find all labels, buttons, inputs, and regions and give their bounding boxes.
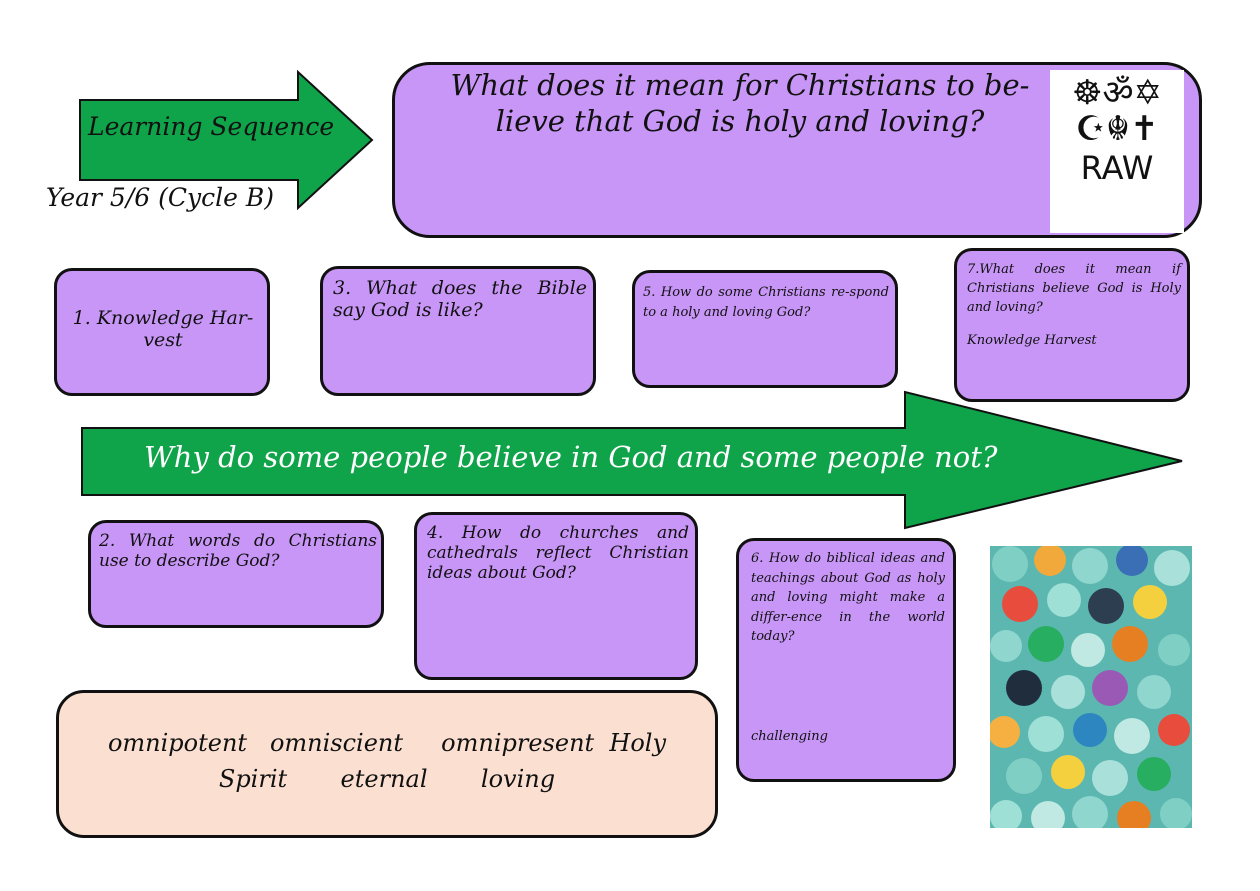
lesson-5-text: 5. How do some Christians re-spond to a … <box>643 285 889 320</box>
lesson-2-text: 2. What words do Christians use to descr… <box>99 531 377 571</box>
lesson-4-box: 4. How do churches and cathedrals reflec… <box>414 512 698 680</box>
star-of-david-icon: ✡ <box>1133 73 1163 113</box>
lesson-1-box: 1. Knowledge Har-vest <box>54 268 270 396</box>
lesson-3-box: 3. What does the Bible say God is like? <box>320 266 596 396</box>
lesson-6-note: challenging <box>751 729 828 744</box>
dharma-wheel-icon: ☸ <box>1072 73 1103 113</box>
religion-symbols: ☸ॐ✡ ☪☬✝ <box>1050 70 1184 147</box>
vocabulary-line-2: Spirit eternal loving <box>218 765 556 793</box>
main-question-box: What does it mean for Christians to be-l… <box>392 62 1202 238</box>
vocabulary-box: omnipotent omniscient omnipresent Holy S… <box>56 690 718 838</box>
vocabulary-line-1: omnipotent omniscient omnipresent Holy <box>107 729 667 757</box>
cross-icon: ✝ <box>1130 108 1159 149</box>
lesson-4-text: 4. How do churches and cathedrals reflec… <box>427 523 689 583</box>
lesson-7-box: 7.What does it mean if Christians believ… <box>954 248 1190 402</box>
year-label: Year 5/6 (Cycle B) <box>46 183 274 212</box>
logo-text: RAW <box>1080 149 1154 188</box>
lesson-1-text: 1. Knowledge Har-vest <box>72 307 254 351</box>
book-cover-image <box>990 546 1192 828</box>
raw-logo: ☸ॐ✡ ☪☬✝ RAW <box>1050 70 1184 233</box>
lesson-6-text: 6. How do biblical ideas and teachings a… <box>751 551 945 644</box>
om-icon: ॐ <box>1102 73 1134 113</box>
lesson-2-box: 2. What words do Christians use to descr… <box>88 520 384 628</box>
big-arrow-question: Why do some people believe in God and so… <box>144 440 998 474</box>
khanda-icon: ☬ <box>1105 108 1131 149</box>
lesson-7-note: Knowledge Harvest <box>967 333 1097 348</box>
lesson-6-box: 6. How do biblical ideas and teachings a… <box>736 538 956 782</box>
crescent-icon: ☪ <box>1075 108 1106 149</box>
lesson-3-text: 3. What does the Bible say God is like? <box>333 277 587 321</box>
arrow-label: Learning Sequence <box>88 112 335 141</box>
main-question: What does it mean for Christians to be-l… <box>450 68 1030 139</box>
lesson-7-text: 7.What does it mean if Christians believ… <box>967 262 1181 315</box>
lesson-5-box: 5. How do some Christians re-spond to a … <box>632 270 898 388</box>
